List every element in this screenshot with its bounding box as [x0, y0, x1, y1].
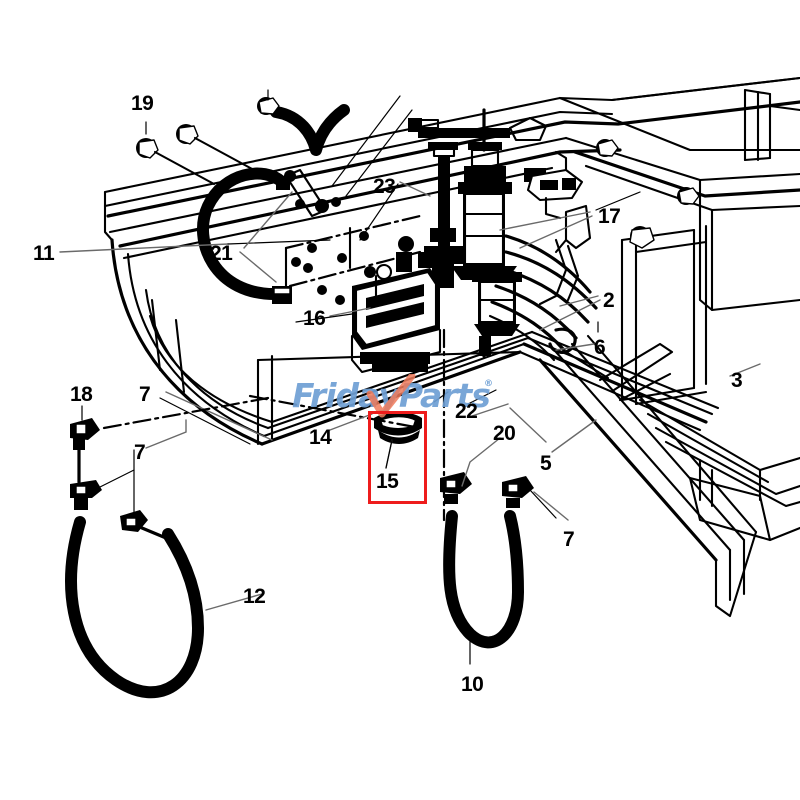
left-mount-plate: [284, 95, 413, 218]
callout-6: 6: [594, 336, 606, 359]
filter-assembly-stack: [408, 108, 598, 362]
callout-21: 21: [210, 242, 233, 265]
bolts-19: [136, 121, 256, 186]
fridayparts-watermark: FridayParts ®: [292, 374, 502, 418]
callout-19: 19: [131, 92, 154, 115]
callout-11: 11: [33, 242, 55, 265]
callout-23: 23: [373, 175, 396, 198]
callout-17: 17: [598, 205, 621, 228]
callout-7: 7: [134, 441, 146, 464]
hose-over-rail: [257, 89, 350, 156]
callout-5: 5: [540, 452, 552, 475]
valve-mount-bracket: [284, 214, 446, 522]
callout-14: 14: [309, 426, 332, 449]
callout-3: 3: [731, 369, 743, 392]
callout-15: 15: [376, 470, 399, 493]
callout-7: 7: [139, 383, 151, 406]
watermark-registered-icon: ®: [484, 379, 493, 389]
callout-22: 22: [455, 400, 478, 423]
callout-7: 7: [563, 528, 575, 551]
hose-12: [65, 405, 204, 699]
hose-10: [440, 472, 557, 665]
callout-12: 12: [243, 585, 266, 608]
callout-16: 16: [303, 307, 326, 330]
selected-part-highlight: [368, 411, 427, 504]
callout-leader-lines: [59, 181, 761, 611]
watermark-text: FridayParts: [292, 376, 491, 415]
callout-18: 18: [70, 383, 93, 406]
deck-hardware-right: [554, 139, 700, 254]
callout-10: 10: [461, 673, 484, 696]
hose-21: [197, 167, 292, 304]
callout-20: 20: [493, 422, 516, 445]
callout-2: 2: [603, 289, 615, 312]
diagonal-support-beam: [538, 334, 800, 618]
watermark-check-icon: [366, 374, 416, 418]
